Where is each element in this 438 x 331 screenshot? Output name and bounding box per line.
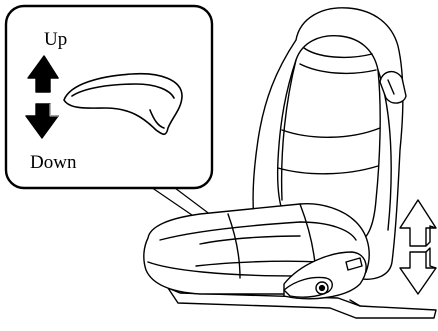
down-arrow-icon [400, 248, 436, 294]
down-label: Down [30, 152, 77, 173]
up-label: Up [44, 29, 67, 50]
up-arrow-icon [400, 200, 436, 246]
